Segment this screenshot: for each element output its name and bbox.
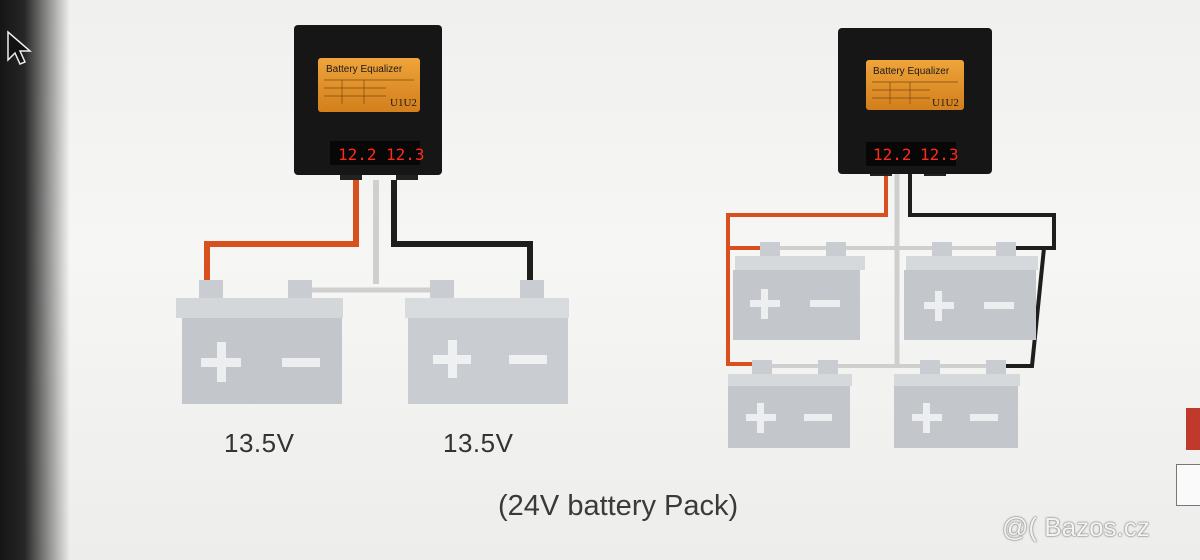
battery-right-top-right xyxy=(904,242,1038,340)
watermark: @( Bazos.cz xyxy=(1002,512,1150,542)
plus-icon xyxy=(433,340,471,378)
right-equalizer-model: U1U2 xyxy=(932,97,959,109)
right-led-display-2: 12.3 xyxy=(920,145,959,164)
left-setup: Battery Equalizer U1U2 12.2 12.3 xyxy=(176,25,569,404)
right-equalizer-title: Battery Equalizer xyxy=(873,66,950,77)
minus-icon xyxy=(970,414,998,421)
minus-icon xyxy=(804,414,832,421)
battery-left-2-voltage: 13.5V xyxy=(443,428,514,458)
monitor-bezel xyxy=(0,0,70,560)
battery-right-bottom-left xyxy=(728,360,852,448)
right-battery-equalizer: Battery Equalizer U1U2 12.2 12.3 xyxy=(838,28,992,176)
left-led-display-2: 12.3 xyxy=(386,145,425,164)
plus-icon xyxy=(746,403,776,433)
left-negative-wire xyxy=(391,180,533,284)
right-positive-wire xyxy=(726,172,888,366)
left-equalizer-model: U1U2 xyxy=(390,97,417,109)
plus-icon xyxy=(924,291,954,321)
minus-icon xyxy=(984,302,1014,309)
battery-right-top-left xyxy=(733,242,865,340)
minus-icon xyxy=(282,358,320,367)
right-setup: Battery Equalizer U1U2 12.2 12.3 xyxy=(726,28,1056,448)
plus-icon xyxy=(750,289,780,319)
diagram-caption: (24V battery Pack) xyxy=(498,490,739,522)
minus-icon xyxy=(509,355,547,364)
right-led-display-1: 12.2 xyxy=(873,145,912,164)
battery-left-2 xyxy=(405,280,569,404)
plus-icon xyxy=(201,342,241,382)
battery-right-bottom-right xyxy=(894,360,1020,448)
battery-left-1-voltage: 13.5V xyxy=(224,428,295,458)
left-equalizer-title: Battery Equalizer xyxy=(326,64,403,75)
minus-icon xyxy=(810,300,840,307)
left-battery-equalizer: Battery Equalizer U1U2 12.2 12.3 xyxy=(294,25,442,180)
left-led-display-1: 12.2 xyxy=(338,145,377,164)
edge-box-element xyxy=(1176,464,1200,506)
mouse-cursor-icon xyxy=(7,30,33,65)
battery-left-1 xyxy=(176,280,343,404)
left-positive-wire xyxy=(204,180,359,282)
plus-icon xyxy=(912,403,942,433)
edge-red-element xyxy=(1186,408,1200,450)
